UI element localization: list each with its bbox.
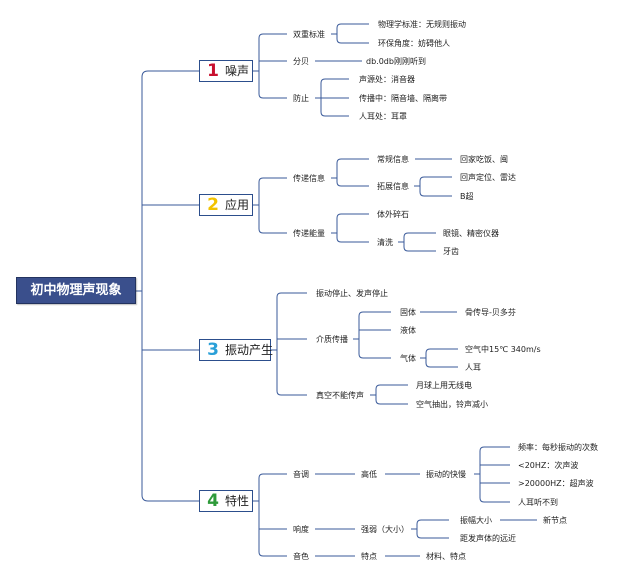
leaf-topic[interactable]: 频率：每秒振动的次数 [518, 443, 598, 452]
subtopic[interactable]: 传递信息 [293, 174, 325, 183]
subtopic[interactable]: 振动的快慢 [426, 470, 466, 479]
subtopic[interactable]: 振幅大小 [460, 516, 492, 525]
connector-line [141, 70, 199, 78]
connector-line [258, 228, 287, 234]
branch-label: 应用 [225, 198, 250, 212]
connector-line [258, 551, 287, 557]
leaf-topic[interactable]: db.0db刚刚听到 [366, 57, 426, 66]
leaf-topic[interactable]: 空气中15℃ 340m/s [465, 345, 541, 354]
branch-topic-vibration[interactable]: 3 振动产生 [199, 339, 274, 361]
leaf-topic[interactable]: 物理学标准：无规则振动 [378, 20, 466, 29]
connector-line [276, 390, 307, 396]
connector-line [258, 33, 287, 39]
subtopic[interactable]: 常规信息 [377, 155, 409, 164]
subtopic[interactable]: 强弱（大小） [361, 525, 409, 534]
leaf-topic[interactable]: 空气抽出，铃声减小 [416, 400, 488, 409]
subtopic[interactable]: 防止 [293, 94, 309, 103]
connector-line [419, 176, 452, 182]
connector-line [320, 111, 349, 117]
connector-line [276, 292, 307, 298]
subtopic[interactable]: 气体 [400, 354, 416, 363]
leaf-topic[interactable]: 传播中：隔音墙、隔离带 [359, 94, 447, 103]
root-topic[interactable]: 初中物理声现象 [16, 277, 136, 304]
connector-line [336, 237, 369, 243]
leaf-topic[interactable]: 距发声体的远近 [460, 534, 516, 543]
connector-line [375, 399, 408, 405]
subtopic[interactable]: 固体 [400, 308, 416, 317]
leaf-topic[interactable]: 环保角度：妨碍他人 [378, 39, 450, 48]
subtopic[interactable]: 介质传播 [316, 335, 348, 344]
leaf-topic[interactable]: 月球上用无线电 [416, 381, 472, 390]
leaf-topic[interactable]: 声源处：消音器 [359, 75, 415, 84]
subtopic[interactable]: 清洗 [377, 238, 393, 247]
number-icon: 3 [207, 340, 219, 360]
leaf-topic[interactable]: 人耳处：耳罩 [359, 112, 407, 121]
connector-line [479, 446, 510, 452]
leaf-topic[interactable]: >20000HZ：超声波 [518, 479, 594, 488]
subtopic[interactable]: 特点 [361, 552, 377, 561]
subtopic[interactable]: 响度 [293, 525, 309, 534]
connector-line [336, 213, 369, 219]
branch-topic-application[interactable]: 2 应用 [199, 194, 253, 216]
subtopic[interactable]: 真空不能传声 [316, 391, 364, 400]
connector-line [336, 23, 369, 29]
branch-label: 特性 [225, 494, 250, 508]
number-icon: 1 [207, 61, 219, 81]
leaf-topic[interactable]: 人耳听不到 [518, 498, 558, 507]
branch-label: 噪声 [225, 64, 250, 78]
connector-line [403, 232, 436, 238]
subtopic[interactable]: 音色 [293, 552, 309, 561]
subtopic[interactable]: 振动停止、发声停止 [316, 289, 388, 298]
leaf-topic[interactable]: 回声定位、雷达 [460, 173, 516, 182]
branch-topic-characteristics[interactable]: 4 特性 [199, 490, 253, 512]
leaf-topic[interactable]: 回家吃饭、闽 [460, 155, 508, 164]
leaf-topic[interactable]: B超 [460, 192, 474, 201]
subtopic[interactable]: 音调 [293, 470, 309, 479]
connector-line [375, 384, 408, 390]
leaf-topic[interactable]: 骨传导-贝多芬 [465, 308, 516, 317]
leaf-topic[interactable]: 新节点 [543, 516, 567, 525]
connector-line [336, 38, 369, 44]
subtopic[interactable]: 传递能量 [293, 229, 325, 238]
connector-line [358, 353, 391, 359]
leaf-topic[interactable]: 体外碎石 [377, 210, 409, 219]
leaf-topic[interactable]: 眼镜、精密仪器 [443, 229, 499, 238]
connector-line [258, 473, 287, 479]
subtopic[interactable]: 拓展信息 [377, 182, 409, 191]
connector-line [425, 362, 458, 368]
connector-line [425, 348, 458, 354]
subtopic[interactable]: 高低 [361, 470, 377, 479]
leaf-topic[interactable]: <20HZ：次声波 [518, 461, 579, 470]
connector-line [416, 519, 449, 525]
branch-label: 振动产生 [225, 343, 274, 357]
connector-line [141, 494, 199, 502]
leaf-topic[interactable]: 人耳 [465, 363, 481, 372]
number-icon: 2 [207, 195, 219, 215]
connector-line [403, 246, 436, 252]
connector-line [336, 181, 369, 187]
leaf-topic[interactable]: 牙齿 [443, 247, 459, 256]
number-icon: 4 [207, 491, 219, 511]
connector-line [419, 191, 452, 197]
connector-line [479, 497, 510, 503]
connector-line [416, 533, 449, 539]
subtopic[interactable]: 双重标准 [293, 30, 325, 39]
connector-line [336, 158, 369, 164]
connector-line [258, 93, 287, 99]
connector-line [258, 177, 287, 183]
subtopic[interactable]: 分贝 [293, 57, 309, 66]
leaf-topic[interactable]: 液体 [400, 326, 416, 335]
connector-line [320, 78, 349, 84]
leaf-topic[interactable]: 材料、特点 [426, 552, 466, 561]
connector-line [358, 311, 391, 317]
branch-topic-noise[interactable]: 1 噪声 [199, 60, 253, 82]
